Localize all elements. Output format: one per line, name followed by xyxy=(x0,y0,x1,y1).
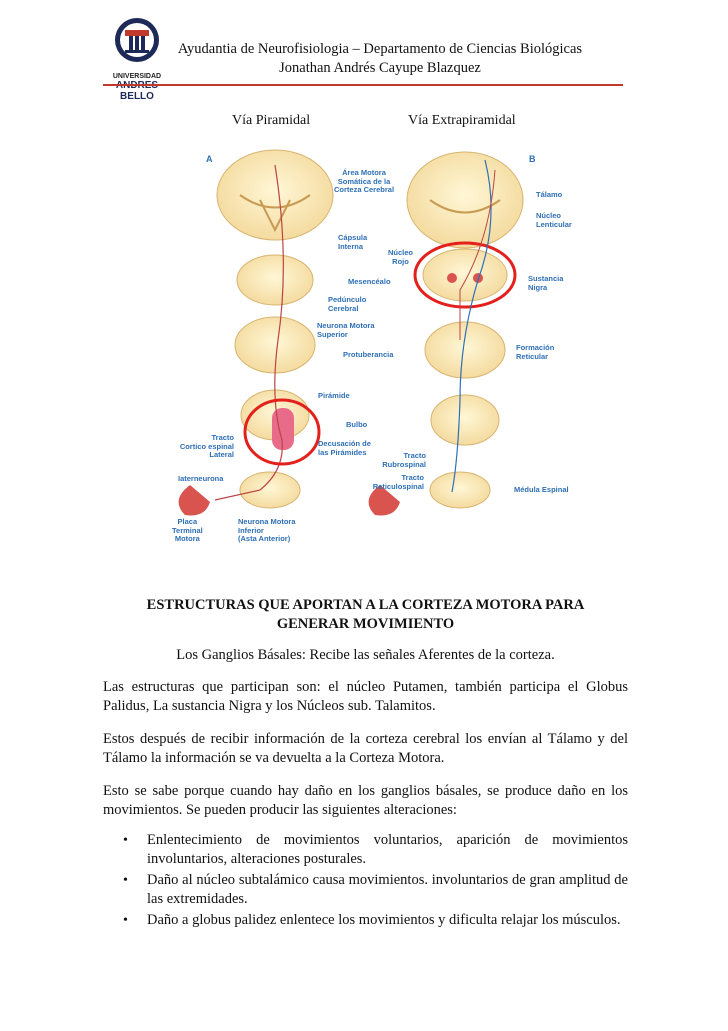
list-item: •Enlentecimiento de movimientos voluntar… xyxy=(123,832,628,867)
panel-b-label: B xyxy=(529,154,536,164)
main-text: ESTRUCTURAS QUE APORTAN A LA CORTEZA MOT… xyxy=(103,596,628,932)
bullet-icon: • xyxy=(123,913,128,928)
header-line-1: Ayudantia de Neurofisiologia – Departame… xyxy=(177,41,583,57)
label-interneurona: Iaterneurona xyxy=(178,474,224,483)
university-crest-icon xyxy=(115,18,159,62)
midbrain-left xyxy=(236,254,314,306)
label-neurona-inferior: Neurona Motora Inferior (Asta Anterior) xyxy=(238,517,296,543)
paragraph-1: Las estructuras que participan son: el n… xyxy=(103,679,628,714)
label-capsula: Cápsula Interna xyxy=(338,233,368,251)
spinal-right xyxy=(368,471,491,516)
paragraph-2: Estos después de recibir información de … xyxy=(103,731,628,766)
brain-section-left xyxy=(216,149,334,241)
section-subtitle: Los Ganglios Básales: Recibe las señales… xyxy=(176,647,555,663)
header-line-2: Jonathan Andrés Cayupe Blazquez xyxy=(279,60,481,76)
header-rule xyxy=(103,84,623,86)
list-item: •Daño al núcleo subtalámico causa movimi… xyxy=(123,872,628,907)
label-talamo: Tálamo xyxy=(536,190,563,199)
spinal-left xyxy=(178,471,301,516)
logo-university: UNIVERSIDAD xyxy=(112,73,162,80)
label-nucleo-lenticular: Núcleo Lenticular xyxy=(536,211,572,229)
label-formacion-reticular: Formación Reticular xyxy=(516,343,555,361)
label-tracto-rubro: Tracto Rubrospinal xyxy=(382,451,426,469)
label-area-motora: Área Motora Somática de la Corteza Cereb… xyxy=(334,168,395,194)
medulla-right xyxy=(430,394,500,446)
label-placa: Placa Terminal Motora xyxy=(172,517,203,543)
label-nucleo-rojo: Núcleo Rojo xyxy=(388,248,414,266)
label-bulbo: Bulbo xyxy=(346,420,368,429)
bullet-icon: • xyxy=(123,833,128,848)
panel-a-label: A xyxy=(206,154,213,164)
paragraph-3: Esto se sabe porque cuando hay daño en l… xyxy=(103,783,628,818)
label-neurona-superior: Neurona Motora Superior xyxy=(317,321,375,339)
label-protuberancia: Protuberancia xyxy=(343,350,394,359)
highlight-circle-left xyxy=(243,398,321,466)
highlight-circle-right xyxy=(413,241,517,309)
list-item: • Daño a globus palidez enlentece los mo… xyxy=(123,912,621,928)
midbrain-right xyxy=(422,248,508,302)
figure-title-right: Vía Extrapiramidal xyxy=(408,113,516,128)
label-sustancia-nigra: Sustancia Nigra xyxy=(528,274,564,292)
brain-section-right xyxy=(406,151,524,249)
label-tracto-reticulo: Tracto Reticulospinal xyxy=(372,473,424,491)
section-title-line-2: GENERAR MOVIMIENTO xyxy=(276,616,455,632)
extrapyramidal-tract-line xyxy=(451,159,492,493)
figure-title-left: Vía Piramidal xyxy=(232,113,311,128)
section-title-line-1: ESTRUCTURAS QUE APORTAN A LA CORTEZA MOT… xyxy=(146,597,585,613)
label-piramide: Pirámide xyxy=(318,391,350,400)
label-tracto-cortico: Tracto Cortico espinal Lateral xyxy=(179,433,234,459)
bullet-icon: • xyxy=(123,873,128,888)
pons-right xyxy=(424,321,506,379)
label-medula: Médula Espinal xyxy=(514,485,569,494)
pathway-illustration xyxy=(178,149,524,516)
label-decusacion: Decusación de las Pirámides xyxy=(318,439,371,457)
label-pedunculo: Pedúnculo Cerebral xyxy=(328,295,367,313)
alterations-list: •Enlentecimiento de movimientos voluntar… xyxy=(123,831,628,930)
label-mesencefalo: Mesencéalo xyxy=(348,277,391,286)
